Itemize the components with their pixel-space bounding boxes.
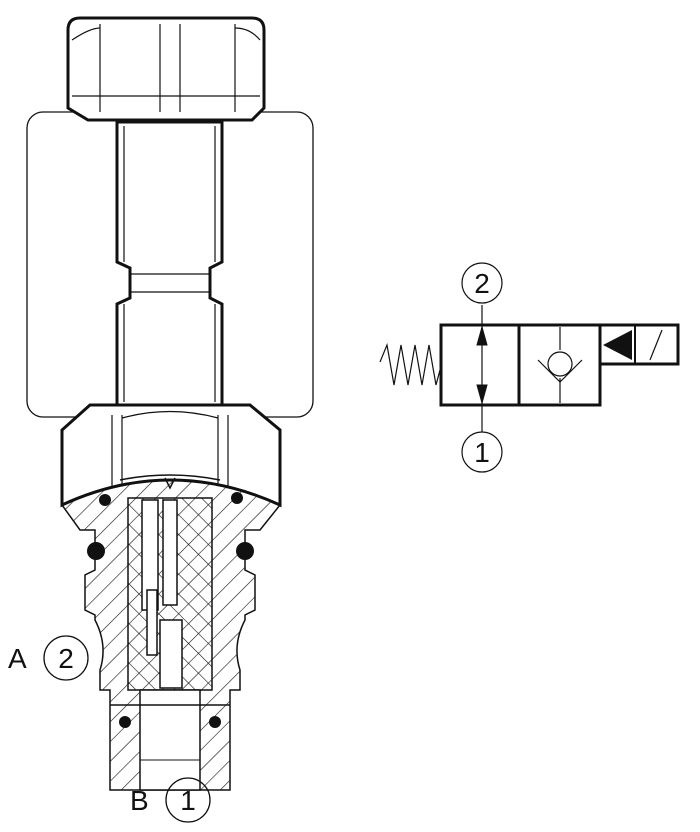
arrow-up-icon — [476, 325, 488, 346]
top-nut — [66, 16, 266, 122]
hydraulic-symbol — [379, 262, 680, 473]
symbol-port-2-circle — [461, 262, 503, 304]
port-b-circle — [165, 777, 211, 823]
symbol-port-2: 2 — [474, 268, 490, 299]
spring-icon — [379, 342, 441, 386]
o-rings — [87, 492, 254, 728]
solenoid-box — [600, 323, 680, 366]
check-seat-icon — [537, 359, 583, 383]
port-b-number: 1 — [180, 785, 196, 816]
port-a-number: 2 — [58, 643, 74, 674]
port-b-letter: B — [130, 785, 149, 816]
symbol-port-1: 1 — [474, 437, 490, 468]
armature-tube — [115, 120, 224, 407]
check-ball-icon — [547, 351, 573, 377]
symbol-port-1-circle — [461, 431, 503, 473]
port-a-letter: A — [8, 643, 27, 674]
valve-body — [60, 474, 282, 791]
arrow-down-icon — [476, 384, 488, 405]
solenoid-triangle-icon — [603, 330, 632, 360]
port-a-circle — [43, 635, 89, 681]
